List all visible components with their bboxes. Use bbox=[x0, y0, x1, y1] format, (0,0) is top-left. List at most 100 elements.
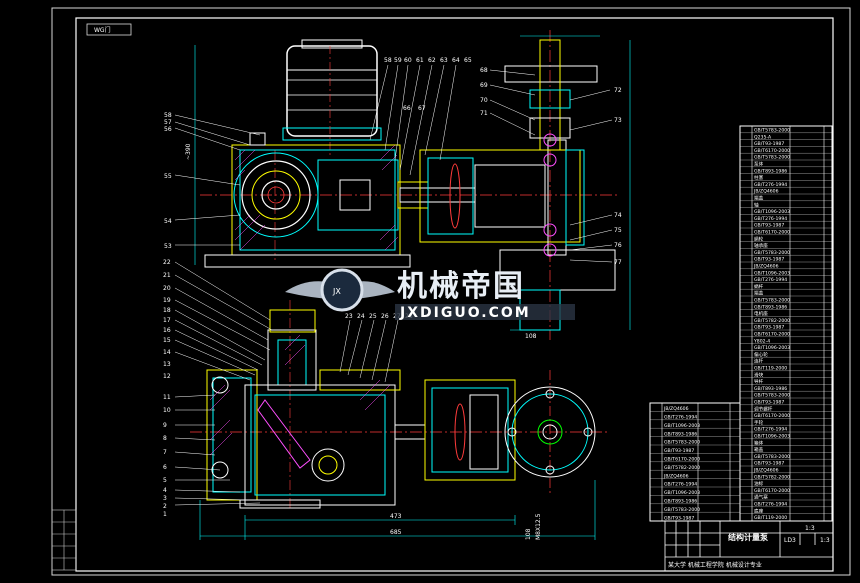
parts-list-row: GB/T5783-2000 bbox=[664, 440, 700, 446]
parts-list-left-rows: JB/ZQ4606GB/T276-1994GB/T1096-2003GB/T89… bbox=[650, 402, 740, 521]
callout: 17 bbox=[163, 317, 171, 324]
corner-tag: WG门 bbox=[94, 26, 111, 34]
callout: 21 bbox=[163, 272, 171, 279]
callout: 57 bbox=[164, 119, 172, 126]
handwheel-valve bbox=[504, 39, 598, 257]
parts-list-row: GB/T93-1987 bbox=[664, 515, 694, 521]
callout: 76 bbox=[614, 242, 622, 249]
parts-list-row: GB/T276-1994 bbox=[754, 502, 787, 508]
parts-list-row: GB/T276-1994 bbox=[754, 216, 787, 222]
parts-list-row: GB/T5783-2000 bbox=[664, 507, 700, 513]
parts-list-row: GB/T893-1986 bbox=[664, 499, 697, 505]
parts-list-row: GB/T276-1994 bbox=[754, 277, 787, 283]
callout: 72 bbox=[614, 87, 622, 94]
parts-list-row: GB/T1096-2003 bbox=[664, 423, 700, 429]
callout: 7 bbox=[163, 449, 167, 456]
parts-list-row: Y802-4 bbox=[753, 338, 770, 344]
flange-end-view bbox=[504, 386, 596, 478]
parts-list-row: GB/T893-1986 bbox=[754, 386, 787, 392]
callout: 15 bbox=[163, 337, 171, 344]
parts-list-row: 连杆 bbox=[754, 358, 764, 365]
watermark-cn: 机械帝国 bbox=[397, 269, 525, 304]
callout: 8 bbox=[163, 435, 167, 442]
parts-list-row: JB/ZQ4606 bbox=[663, 473, 689, 479]
parts-list-row: GB/T6170-2000 bbox=[754, 413, 790, 419]
sheet-number: LD3 bbox=[784, 537, 796, 544]
watermark-en: JXDIGUO.COM bbox=[399, 305, 531, 321]
parts-list-row: 手轮 bbox=[754, 419, 764, 426]
hatching-top bbox=[234, 144, 399, 251]
parts-list-row: GB/T119-2000 bbox=[754, 515, 787, 521]
parts-list-row: GB/T893-1986 bbox=[754, 304, 787, 310]
binding-strip bbox=[51, 509, 77, 571]
parts-list-row: GB/T5783-2000 bbox=[754, 454, 790, 460]
parts-list-row: Q235-A bbox=[754, 134, 772, 140]
parts-list-row: 底座 bbox=[754, 507, 764, 514]
dim-lines-bottom bbox=[199, 480, 596, 540]
parts-list-row: 泵体 bbox=[754, 161, 764, 168]
callout: 1 bbox=[163, 511, 167, 518]
parts-list-row: 蜗轮 bbox=[754, 235, 764, 242]
parts-list-row: GB/T5783-2000 bbox=[754, 250, 790, 256]
parts-list-row: GB/T6170-2000 bbox=[664, 457, 700, 463]
parts-list-row: GB/T6170-2000 bbox=[754, 332, 790, 338]
scale-small: 1:3 bbox=[820, 537, 830, 544]
callout: 12 bbox=[163, 373, 171, 380]
parts-list-row: 蜗杆 bbox=[754, 283, 764, 290]
callout: 2 bbox=[163, 503, 167, 510]
dim-vertical-right: M8X12.5 bbox=[535, 513, 542, 540]
callout: 68 bbox=[480, 67, 488, 74]
callout: 67 bbox=[418, 105, 426, 112]
dim-horizontal-1: 473 bbox=[390, 513, 402, 520]
parts-list-row: GB/T5783-2000 bbox=[754, 155, 790, 161]
parts-list-row: GB/T93-1987 bbox=[754, 461, 784, 467]
scale-label: 1:3 bbox=[805, 525, 815, 532]
parts-list-row: GB/T276-1994 bbox=[754, 427, 787, 433]
callout: 16 bbox=[163, 327, 171, 334]
parts-list-row: GB/T893-1986 bbox=[664, 431, 697, 437]
callout: 74 bbox=[614, 212, 622, 219]
parts-list-row: GB/T6170-2000 bbox=[754, 148, 790, 154]
institution-line: 某大学 机械工程学院 机械设计专业 bbox=[668, 561, 762, 569]
parts-list-row: 电机座 bbox=[754, 310, 768, 317]
callout: 71 bbox=[480, 110, 488, 117]
parts-list-row: GB/T1096-2003 bbox=[664, 490, 700, 496]
callout: 54 bbox=[164, 218, 172, 225]
parts-list-row: GB/T276-1994 bbox=[754, 182, 787, 188]
parts-list-row: GB/T93-1987 bbox=[754, 257, 784, 263]
inner-frame bbox=[75, 17, 834, 572]
dim-bottom-right: 108 bbox=[525, 528, 532, 540]
parts-list-row: GB/T1096-2003 bbox=[754, 434, 790, 440]
parts-list-left: JB/ZQ4606GB/T276-1994GB/T1096-2003GB/T89… bbox=[649, 402, 741, 522]
parts-list-row: GB/T93-1987 bbox=[664, 448, 694, 454]
parts-list-row: GB/T5782-2000 bbox=[664, 465, 700, 471]
callout: 64 bbox=[452, 57, 460, 64]
parts-list-row: 调节螺杆 bbox=[754, 405, 773, 412]
corner-tag-box bbox=[86, 23, 132, 36]
callouts-top-left: 58 57 56 55 54 53 bbox=[164, 112, 172, 250]
callout: 65 bbox=[464, 57, 472, 64]
parts-list-row: GB/T93-1987 bbox=[754, 223, 784, 229]
parts-list-row: GB/T5783-2000 bbox=[754, 393, 790, 399]
callout: 25 bbox=[369, 313, 377, 320]
parts-list-row: 箱盖 bbox=[754, 446, 764, 453]
parts-list-row: 箱体 bbox=[754, 439, 764, 446]
dim-horizontal-2: 685 bbox=[390, 529, 402, 536]
callouts-top-right: 68 69 70 71 72 73 74 75 76 77 bbox=[480, 67, 622, 266]
parts-list-row: GB/T276-1994 bbox=[664, 482, 697, 488]
parts-list-row: GB/T93-1987 bbox=[754, 400, 784, 406]
bottom-view: 473 685 M8X12.5 108 bbox=[190, 300, 610, 540]
callout: 60 bbox=[404, 57, 412, 64]
parts-list-row: GB/T1096-2003 bbox=[754, 270, 790, 276]
callout: 14 bbox=[163, 349, 171, 356]
parts-list-row: GB/T276-1994 bbox=[664, 415, 697, 421]
leaders-bottom bbox=[174, 261, 399, 506]
parts-list-row: GB/T5783-2000 bbox=[754, 128, 790, 134]
parts-list-row: 轴 bbox=[754, 201, 759, 208]
watermark: JX 机械帝国 JXDIGUO.COM bbox=[285, 268, 575, 321]
callout: 23 bbox=[345, 313, 353, 320]
parts-list-row: 滑块 bbox=[754, 371, 764, 378]
parts-list-row: GB/T93-1987 bbox=[754, 325, 784, 331]
callout: 69 bbox=[480, 82, 488, 89]
parts-list-row: GB/T93-1987 bbox=[754, 141, 784, 147]
